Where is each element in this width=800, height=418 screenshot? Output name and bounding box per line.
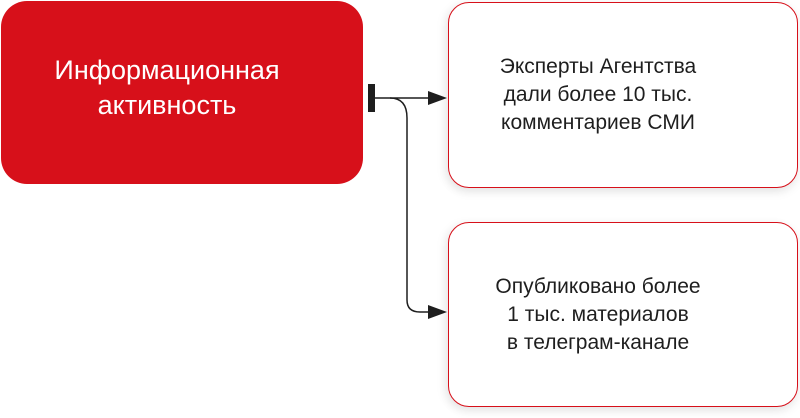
arrow-head-top-icon: [428, 91, 447, 105]
connector-line-bottom: [389, 97, 430, 313]
child-node-label: Опубликовано более 1 тыс. материалов в т…: [495, 274, 701, 354]
main-node-informational-activity: Информационная активность: [1, 1, 363, 184]
child-node-expert-comments: Эксперты Агентства дали более 10 тыс. ко…: [448, 2, 798, 188]
child-node-label: Эксперты Агентства дали более 10 тыс. ко…: [499, 55, 697, 134]
connector-origin-bar: [368, 84, 375, 112]
child-node-telegram-materials: Опубликовано более 1 тыс. материалов в т…: [448, 222, 798, 407]
main-node-label: Информационная активность: [54, 54, 280, 120]
arrow-head-bottom-icon: [428, 305, 447, 319]
